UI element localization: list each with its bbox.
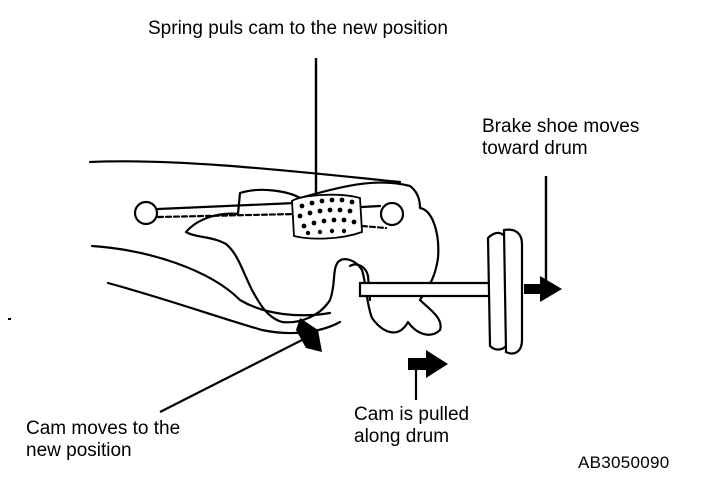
brake-shoe-web (502, 228, 524, 355)
arrow-cam-down (296, 318, 322, 352)
arrow-cam-pulled-right (408, 350, 448, 378)
cam-pivot-pin (379, 201, 405, 227)
cam-moves-leader-line (159, 337, 307, 413)
spring-rod-lower (156, 212, 298, 219)
anchor-pin-left (133, 200, 159, 226)
brake-shoe-label-line2: toward drum (482, 138, 588, 159)
spring-coil (291, 193, 363, 240)
brake-shoe-label-line1: Brake shoe moves (482, 116, 640, 137)
spring-coil-texture (297, 197, 357, 236)
cam-body (184, 181, 442, 336)
spring-rod-upper (156, 201, 298, 211)
cam-moves-label-line1: Cam moves to the (26, 418, 181, 439)
spring-label: Spring puls cam to the new position (148, 18, 448, 39)
spring-rod-right-lower (360, 224, 388, 230)
cam-pulled-label-line2: along drum (354, 426, 450, 447)
lever-plate (90, 244, 332, 317)
scan-speck (8, 318, 11, 320)
cam-pulled-label-line1: Cam is pulled (354, 404, 470, 425)
cam-moves-label-line2: new position (26, 440, 132, 461)
arrow-brake-shoe-right (524, 276, 562, 302)
housing-top-edge (88, 160, 402, 184)
cam-hook (348, 263, 372, 302)
figure-code: AB3050090 (578, 453, 670, 472)
push-rod (358, 281, 494, 298)
spring-rod-right-upper (360, 204, 382, 209)
